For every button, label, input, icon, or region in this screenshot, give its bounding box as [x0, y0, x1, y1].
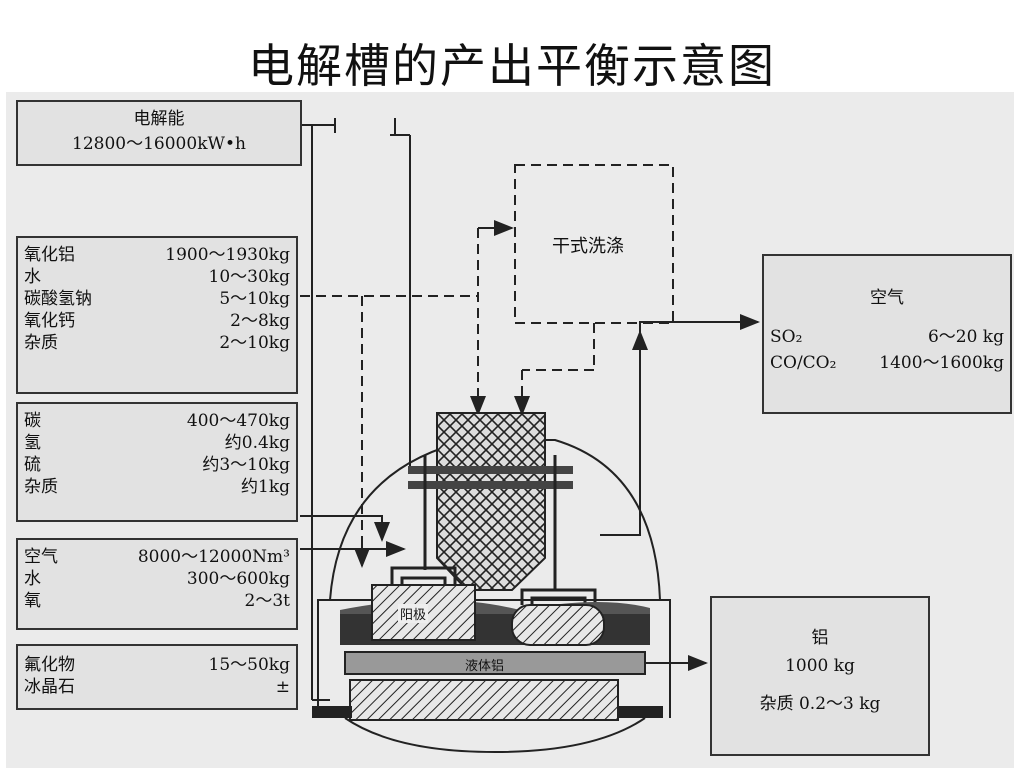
gas-offtake — [600, 314, 760, 536]
cell-base — [344, 717, 646, 754]
product-impurity: 杂质 0.2～3 kg — [759, 694, 881, 714]
power-lines — [300, 118, 411, 701]
product-amount: 1000 kg — [785, 656, 855, 676]
anode-row: 硫约3～10kg — [24, 455, 290, 475]
product-box: 铝 1000 kg 杂质 0.2～3 kg — [710, 596, 930, 756]
scrubber-label: 干式洗涤 — [552, 236, 624, 257]
anode-row: 杂质约1kg — [24, 477, 290, 497]
dashed-flows — [300, 164, 674, 560]
anode-beam-top — [408, 466, 573, 474]
anode-label: 阳极 — [398, 604, 429, 623]
input-arrows — [300, 515, 406, 557]
energy-label: 电解能 — [133, 109, 185, 129]
page-title: 电解槽的产出平衡示意图 — [248, 39, 776, 93]
anode-beam-bottom — [408, 481, 573, 489]
emissions-title: 空气 — [870, 288, 904, 308]
anode-row: 氢约0.4kg — [24, 433, 290, 453]
anode-hopper — [436, 412, 546, 469]
cathode-block — [349, 679, 619, 721]
product-name: 铝 — [811, 628, 829, 648]
bath-row: 冰晶石± — [24, 677, 290, 697]
liquid-aluminium-label: 液体铝 — [465, 659, 505, 674]
cell-shell — [317, 599, 671, 718]
energy-value: 12800～16000kW•h — [72, 134, 246, 154]
anode-right — [511, 604, 605, 646]
energy-box: 电解能 12800～16000kW•h — [16, 100, 302, 166]
